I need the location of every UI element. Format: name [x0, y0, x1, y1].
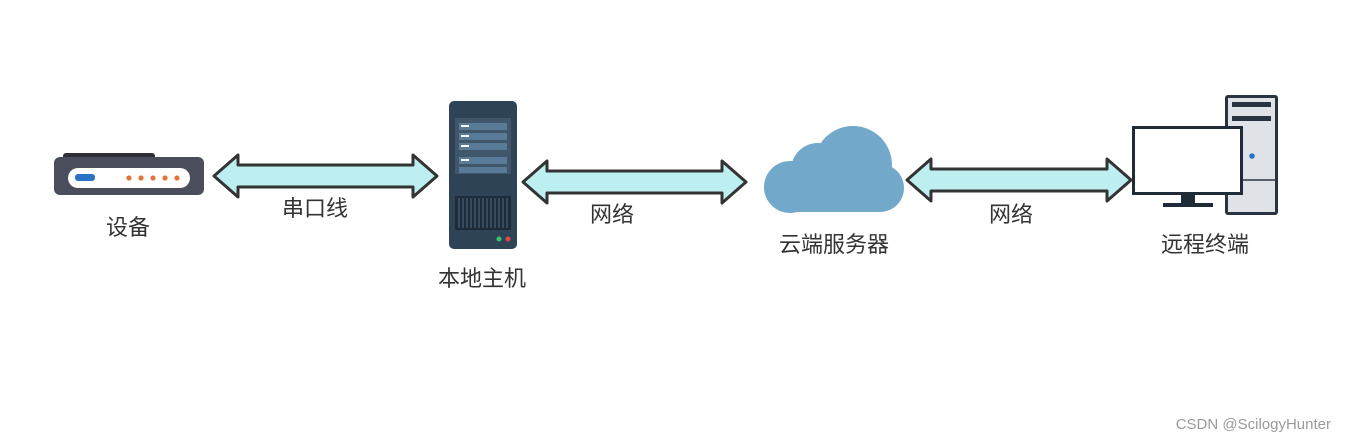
serial-link-label: 串口线	[282, 197, 348, 222]
serial-link-arrow	[212, 153, 439, 199]
desktop-computer-icon	[1132, 95, 1278, 215]
local-host-label: 本地主机	[438, 267, 526, 292]
device-label: 设备	[106, 216, 150, 241]
cloud-icon	[764, 126, 904, 213]
network-link-label-2: 网络	[989, 203, 1033, 228]
network-link-arrow-2	[905, 157, 1133, 203]
network-link-arrow-1	[521, 159, 748, 205]
remote-terminal-label: 远程终端	[1161, 233, 1249, 258]
network-link-label-1: 网络	[590, 203, 634, 228]
modem-icon	[54, 153, 204, 195]
server-tower-icon	[449, 101, 517, 249]
cloud-server-label: 云端服务器	[779, 233, 889, 258]
watermark: CSDN @ScilogyHunter	[1176, 416, 1331, 433]
